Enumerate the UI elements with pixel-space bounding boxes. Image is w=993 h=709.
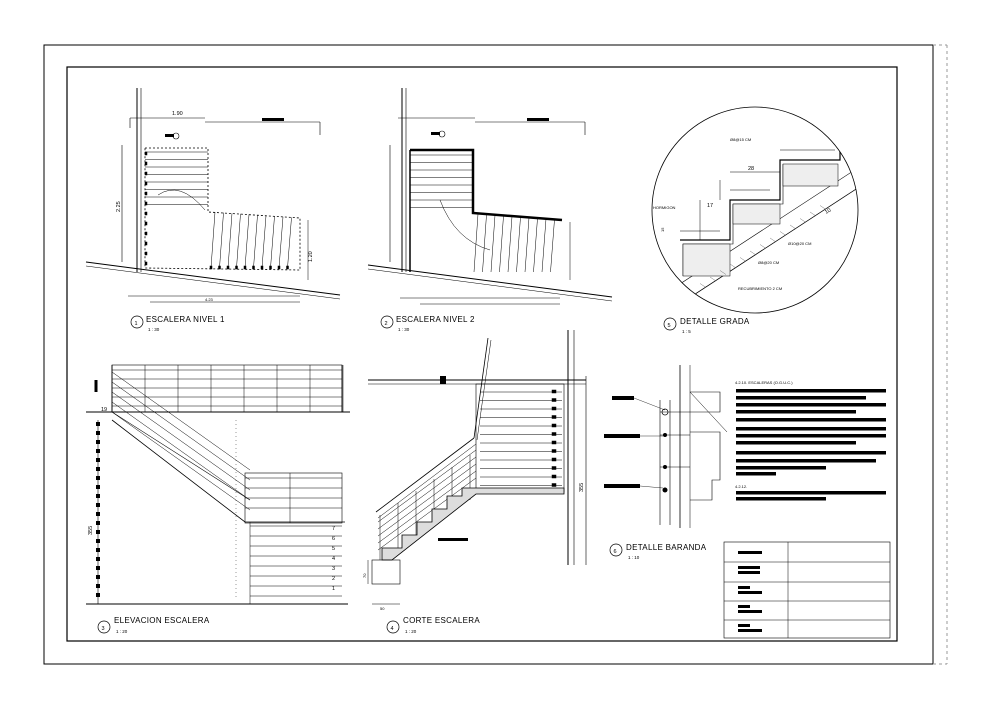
step-number: 1 <box>332 586 335 592</box>
view-title-1: ESCALERA NIVEL 1 <box>146 315 225 324</box>
svg-text:2: 2 <box>385 321 388 327</box>
view-label-6: 6 DETALLE BARANDA 1 : 10 <box>609 543 707 560</box>
dim-length: 4.23 <box>205 297 214 302</box>
view-label-5: 5 DETALLE GRADA 1 : 5 <box>663 317 750 334</box>
view-label-1: 1 ESCALERA NIVEL 1 1 : 30 <box>130 315 225 332</box>
plan-view-level-2 <box>367 88 613 305</box>
label-tread: 28 <box>748 166 754 172</box>
step-number: 2 <box>332 576 335 582</box>
label-bars-low: Ø8@20 CM <box>758 260 779 265</box>
svg-text:1 : 20: 1 : 20 <box>116 629 128 634</box>
label-coating: RECUBRIMIENTO 2 CM <box>738 286 782 291</box>
dim-height-right: 1.20 <box>308 251 314 262</box>
svg-text:3: 3 <box>102 626 105 632</box>
dim-base-height: 70 <box>362 573 367 578</box>
step-number: 6 <box>332 536 335 542</box>
notes-block: 4.2.10. ESCALERAS (O.G.U.C.) 4.2.12. <box>735 380 886 501</box>
outer-border <box>43 44 934 665</box>
step-number: 4 <box>332 556 335 562</box>
notes-subheading: 4.2.12. <box>735 484 747 489</box>
step-number: 7 <box>332 526 335 532</box>
svg-text:1 : 30: 1 : 30 <box>398 327 410 332</box>
dim-width-top: 1.90 <box>172 111 183 117</box>
label-bars-mid: Ø10@20 CM <box>788 241 811 246</box>
view-label-4: 4 CORTE ESCALERA 1 : 20 <box>386 616 480 634</box>
dim-total-height: 355 <box>88 526 94 535</box>
stair-elevation: 355 19 7 6 5 4 3 2 1 <box>86 364 350 605</box>
view-label-3: 3 ELEVACION ESCALERA 1 : 20 <box>97 616 210 634</box>
notes-heading: 4.2.10. ESCALERAS (O.G.U.C.) <box>735 380 793 385</box>
title-block <box>723 541 891 639</box>
plan-view-level-1: 1.90 2.25 4.23 1.20 <box>85 88 341 303</box>
label-slab: 15 <box>660 227 665 232</box>
dim-base-width: 50 <box>380 606 385 611</box>
stair-section: 355 70 50 <box>362 330 587 611</box>
view-label-2: 2 ESCALERA NIVEL 2 1 : 30 <box>380 315 475 332</box>
view-title-2: ESCALERA NIVEL 2 <box>396 315 475 324</box>
railing-detail <box>604 365 728 528</box>
svg-text:1: 1 <box>135 321 138 327</box>
svg-text:5: 5 <box>668 323 671 329</box>
svg-text:4: 4 <box>391 626 394 632</box>
dim-height-left: 2.25 <box>116 201 122 212</box>
view-title-6: DETALLE BARANDA <box>626 543 707 552</box>
step-number: 5 <box>332 546 335 552</box>
svg-text:1 : 10: 1 : 10 <box>628 555 640 560</box>
view-title-3: ELEVACION ESCALERA <box>114 616 210 625</box>
svg-text:1 : 20: 1 : 20 <box>405 629 417 634</box>
step-number: 3 <box>332 566 335 572</box>
label-slope: 10 <box>824 207 832 215</box>
svg-text:1 : 5: 1 : 5 <box>682 329 691 334</box>
step-detail: Ø8@15 CM 28 HORMIGON 17 15 10 Ø10@20 CM … <box>651 106 859 314</box>
view-title-4: CORTE ESCALERA <box>403 616 480 625</box>
svg-text:1 : 30: 1 : 30 <box>148 327 160 332</box>
view-title-5: DETALLE GRADA <box>680 317 750 326</box>
label-material: HORMIGON <box>653 205 676 210</box>
svg-text:6: 6 <box>614 549 617 555</box>
label-bars-top: Ø8@15 CM <box>730 137 751 142</box>
dim-top-step: 19 <box>101 407 107 413</box>
label-riser: 17 <box>707 203 713 209</box>
inner-border <box>66 66 898 642</box>
dim-section-height: 355 <box>579 483 585 492</box>
